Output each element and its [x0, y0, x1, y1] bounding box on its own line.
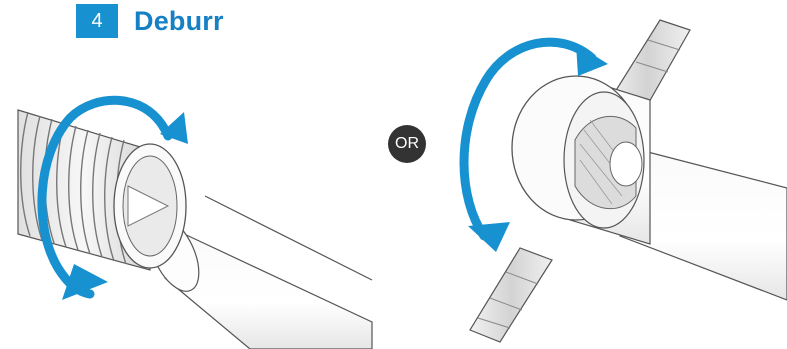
or-separator-badge: OR	[388, 125, 426, 163]
left-pipe-body	[164, 231, 373, 349]
reamer-body	[511, 75, 651, 245]
step-header: 4 Deburr	[76, 4, 224, 38]
rotation-arrow-icon	[37, 95, 188, 300]
step-title: Deburr	[134, 5, 224, 36]
lower-handle	[469, 247, 553, 343]
right-illustration	[459, 19, 787, 343]
step-number-badge: 4	[76, 4, 118, 38]
rotation-arrow-icon	[459, 37, 608, 252]
left-illustration	[17, 95, 373, 349]
